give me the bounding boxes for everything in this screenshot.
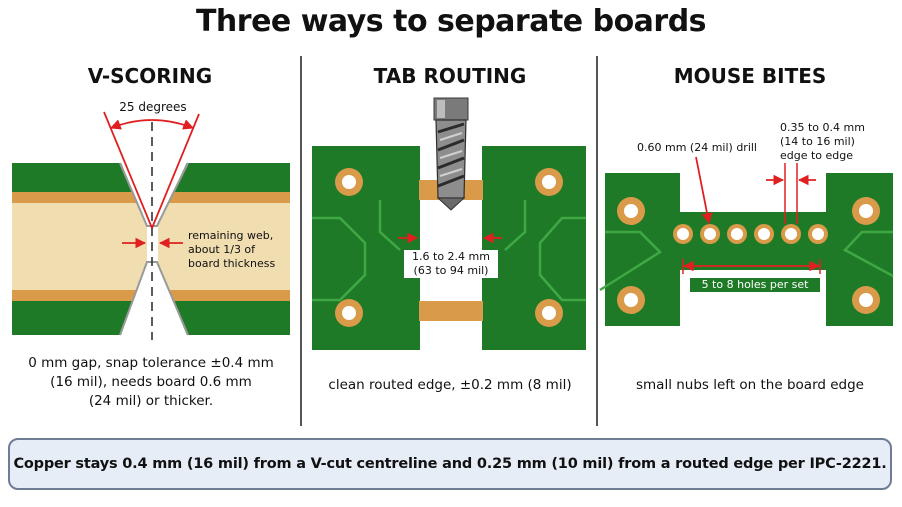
heading-v-scoring: V-SCORING	[87, 64, 213, 88]
tab-pads	[335, 168, 563, 327]
column-divider-left	[300, 56, 302, 426]
tab-board-right	[482, 146, 586, 350]
v-angle-label: 25 degrees	[119, 100, 186, 114]
v-notch-top	[120, 160, 188, 226]
v-angle-arc	[109, 119, 195, 130]
mb-pads	[617, 197, 880, 314]
mouse-bites-diagram	[599, 156, 894, 326]
footer-note: Copper stays 0.4 mm (16 mil) from a V-cu…	[8, 438, 892, 490]
mb-holes	[673, 224, 828, 244]
v-scoring-diagram: 25 degrees	[12, 100, 290, 340]
heading-mouse-bites: MOUSE BITES	[673, 64, 827, 88]
mb-holes-label: 5 to 8 holes per set	[690, 278, 820, 292]
tab-gap-label: 1.6 to 2.4 mm (63 to 94 mil)	[404, 250, 498, 278]
mb-board	[605, 173, 893, 326]
mb-spacing-label: 0.35 to 0.4 mm (14 to 16 mil) edge to ed…	[780, 121, 865, 162]
column-divider-right	[596, 56, 598, 426]
mb-drill-label: 0.60 mm (24 mil) drill	[637, 141, 757, 154]
mouse-bites-caption: small nubs left on the board edge	[636, 377, 864, 393]
v-web-label: remaining web, about 1/3 of board thickn…	[188, 229, 276, 270]
router-bit-drawing	[433, 97, 469, 211]
tab-routing-diagram	[312, 97, 586, 350]
heading-tab-routing: TAB ROUTING	[373, 64, 527, 88]
page-title: Three ways to separate boards	[195, 4, 707, 39]
v-notch-bottom	[120, 262, 188, 338]
tab-routing-caption: clean routed edge, ±0.2 mm (8 mil)	[328, 377, 572, 393]
tab-bridge-bottom	[419, 301, 483, 321]
v-scoring-caption: 0 mm gap, snap tolerance ±0.4 mm (16 mil…	[28, 355, 274, 409]
